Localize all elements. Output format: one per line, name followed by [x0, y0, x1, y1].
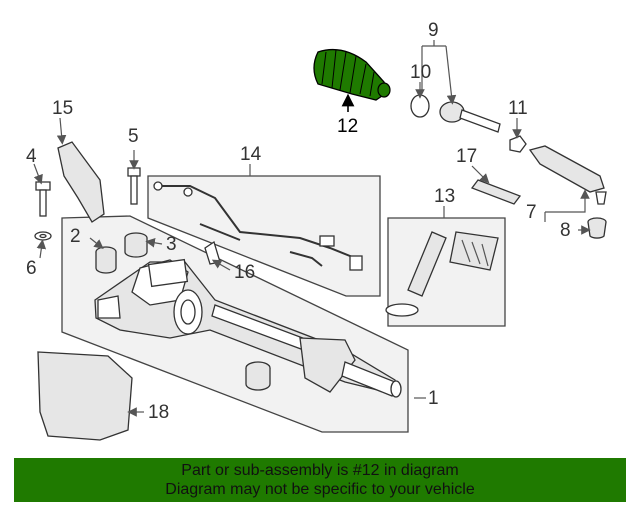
- callout-10: 10: [410, 62, 431, 83]
- heat-shield-18: [37, 351, 133, 441]
- valve-body-panel: [385, 217, 506, 327]
- bolt-5: [127, 167, 141, 205]
- banner-line-2: Diagram may not be specific to your vehi…: [165, 481, 475, 498]
- parts-diagram: 1 2 3 4 5 6 7 8 9 10 11 12 13 14 15 16 1…: [26, 20, 607, 441]
- callout-17: 17: [456, 146, 477, 167]
- lock-nut-11: [509, 135, 527, 153]
- callout-2: 2: [70, 226, 81, 247]
- callout-11: 11: [508, 98, 528, 119]
- banner-line-1: Part or sub-assembly is #12 in diagram: [181, 462, 459, 479]
- steering-boot-12: [313, 48, 391, 101]
- steering-rack-panel: [61, 215, 409, 433]
- clamp-17: [470, 179, 522, 205]
- callout-15: 15: [52, 98, 73, 119]
- rack-mount-bushing-3: [124, 232, 148, 258]
- callout-1: 1: [428, 388, 439, 409]
- info-banner: Part or sub-assembly is #12 in diagram D…: [14, 458, 626, 502]
- callout-3: 3: [166, 234, 177, 255]
- callout-12: 12: [337, 116, 358, 137]
- callout-5: 5: [128, 126, 139, 147]
- callout-4: 4: [26, 146, 37, 167]
- callout-9: 9: [428, 20, 439, 41]
- tie-rod-inner: [410, 94, 501, 133]
- rack-mount-bushing-2: [95, 246, 117, 274]
- bracket-15: [57, 141, 105, 223]
- callout-6: 6: [26, 258, 37, 279]
- callout-14: 14: [240, 144, 262, 165]
- callout-18: 18: [148, 402, 169, 423]
- callout-13: 13: [434, 186, 455, 207]
- callout-numbers: 1 2 3 4 5 6 7 8 9 10 11 12 13 14 15 16 1…: [26, 20, 571, 423]
- callout-16: 16: [234, 262, 255, 283]
- washer-6: [34, 231, 52, 241]
- bolt-4: [35, 181, 51, 217]
- dust-seal-8: [587, 217, 607, 239]
- callout-7: 7: [526, 202, 537, 223]
- leader-lines: [33, 40, 591, 417]
- tie-rod-end-7: [528, 145, 607, 205]
- feed-tube-panel: [147, 175, 381, 297]
- callout-8: 8: [560, 220, 571, 241]
